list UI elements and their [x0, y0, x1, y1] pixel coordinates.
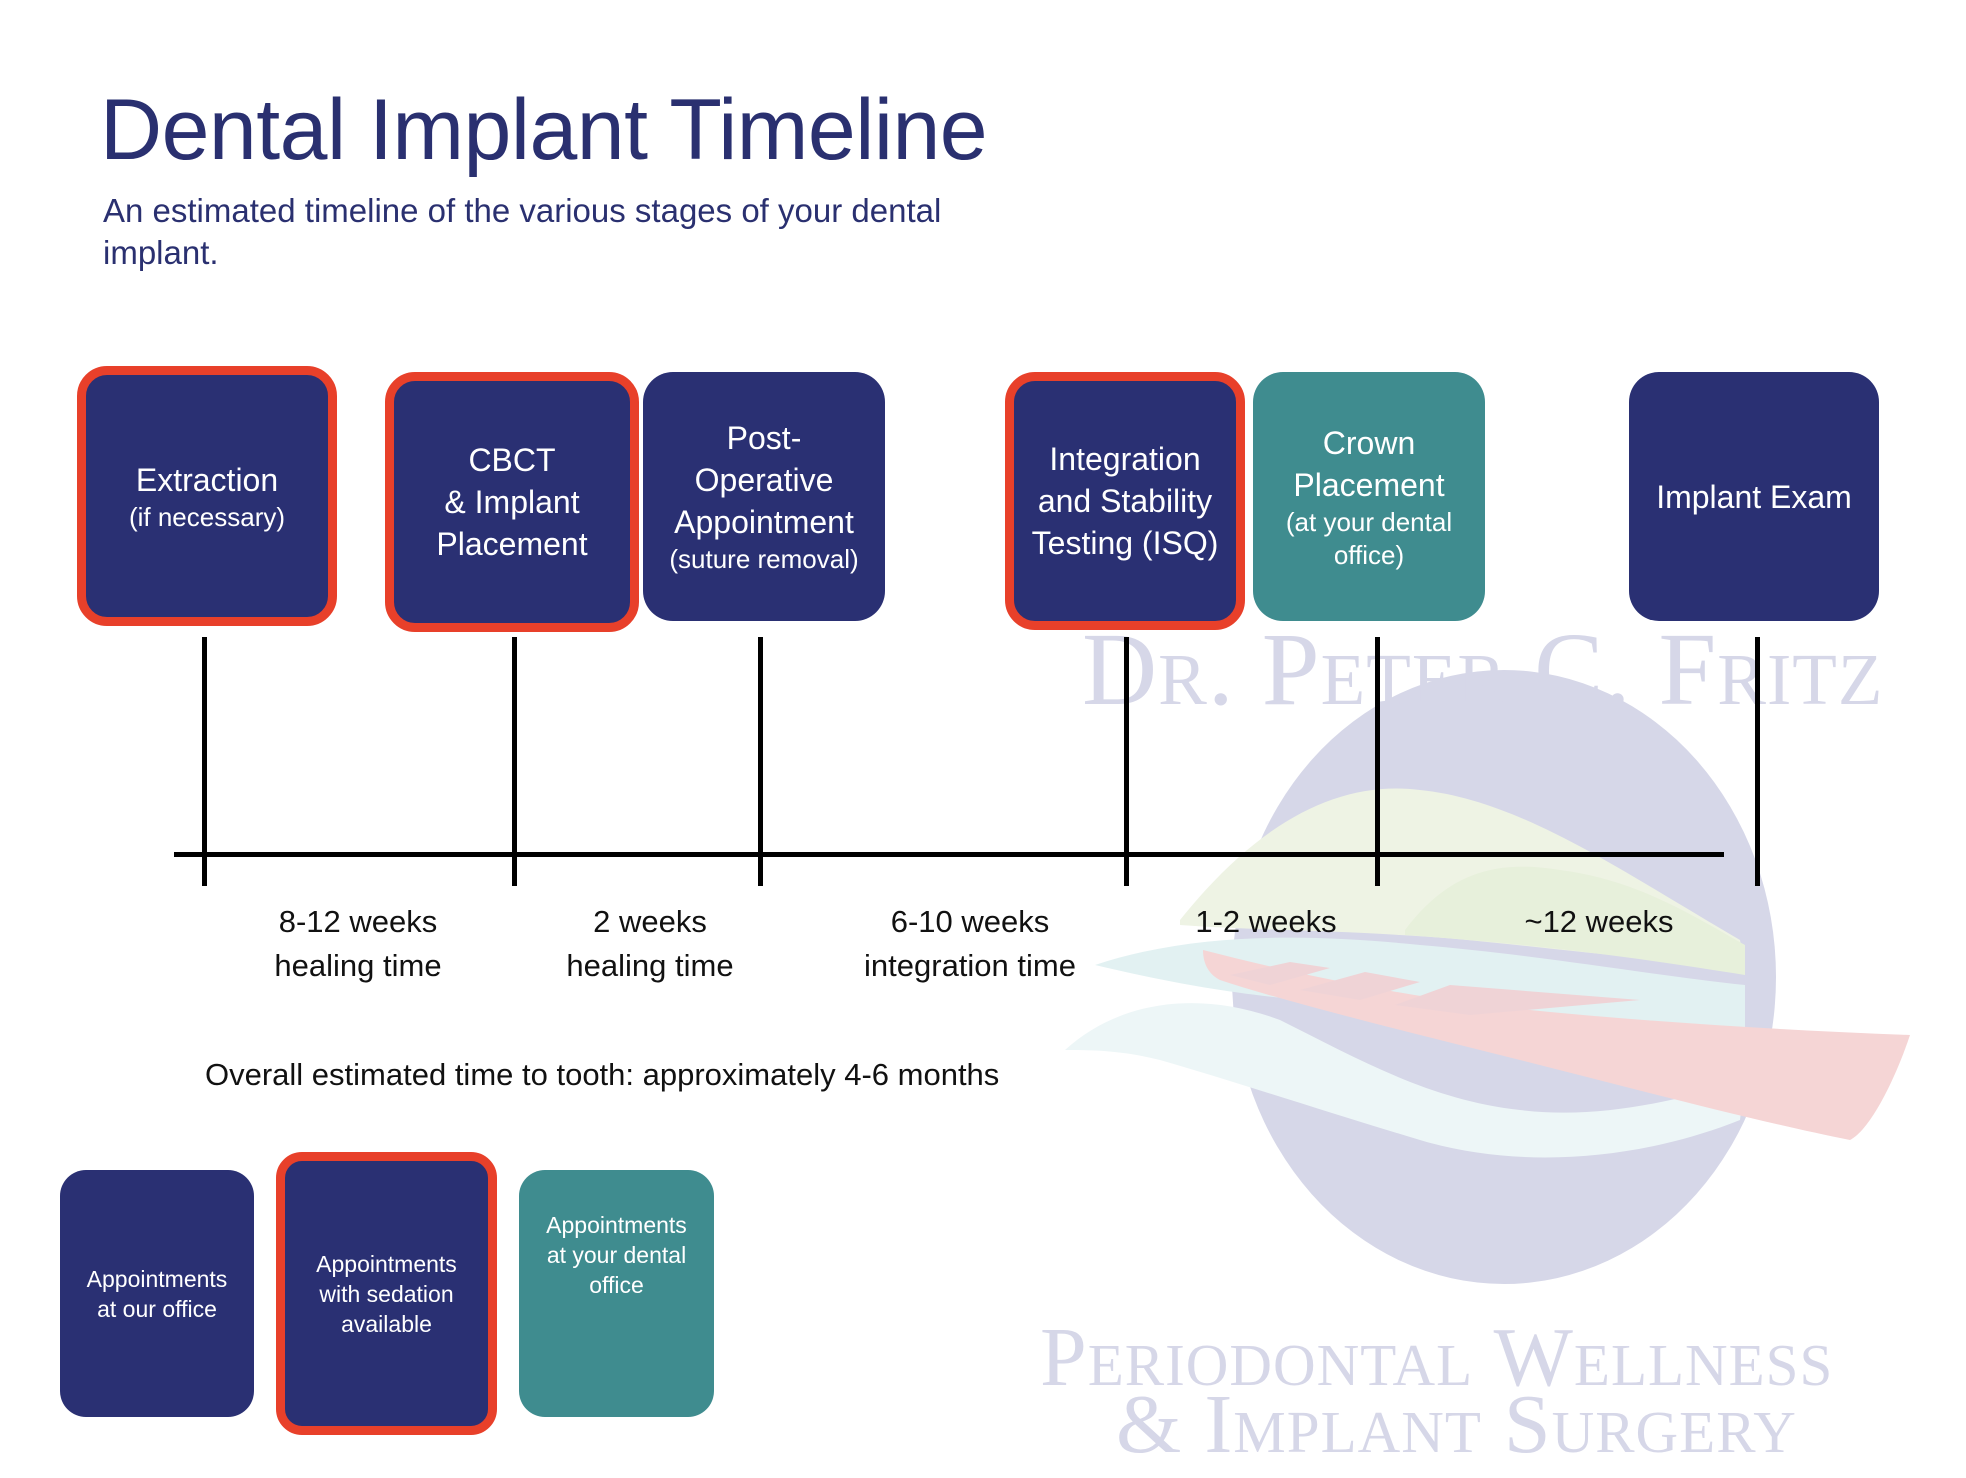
stage-title-line: Integration: [1049, 441, 1201, 477]
timeline-tick-cbct: [512, 637, 517, 886]
stage-integration-stability-testing: Integration and Stability Testing (ISQ): [1005, 372, 1245, 630]
legend-label-line: at your dental: [546, 1242, 687, 1268]
interval-duration: 8-12 weeks: [278, 904, 438, 939]
stage-title-line: Operative: [694, 462, 834, 498]
stage-implant-exam: Implant Exam: [1629, 372, 1879, 621]
interval-duration: 2 weeks: [593, 904, 707, 939]
logo-canoe-seat-2: [1300, 972, 1420, 1000]
legend-label-line: with sedation: [319, 1280, 454, 1307]
timeline-axis: [174, 852, 1724, 857]
interval-description: healing time: [566, 948, 734, 983]
legend-label-line: office: [589, 1272, 644, 1298]
stage-title-line: Post-: [726, 420, 802, 456]
interval-duration: 1-2 weeks: [1195, 904, 1337, 939]
logo-wave-2: [1065, 1003, 1745, 1158]
interval-label: 2 weeks healing time: [566, 900, 733, 988]
page-subtitle: An estimated timeline of the various sta…: [103, 192, 942, 271]
interval-duration: 6-10 weeks: [890, 904, 1050, 939]
legend-your-dental-office: Appointments at your dental office: [519, 1170, 714, 1417]
stage-note: (if necessary): [128, 501, 286, 532]
legend-label-line: at our office: [97, 1295, 217, 1322]
timeline-tick-integration: [1124, 637, 1129, 886]
stage-title-line: and Stability: [1037, 483, 1213, 519]
interval-label: 6-10 weeks integration time: [864, 900, 1076, 988]
stage-title: Extraction: [135, 461, 279, 498]
stage-note-line: (at your dental: [1285, 506, 1453, 537]
overall-estimate: Overall estimated time to tooth: approxi…: [205, 1057, 1000, 1092]
legend-sedation-available: Appointments with sedation available: [276, 1152, 497, 1435]
stage-note: (suture removal): [669, 544, 859, 574]
stage-title-line: Placement: [1293, 466, 1445, 503]
watermark-doctor-name: Dr. Peter C. Fritz: [1082, 612, 1884, 727]
interval-label: 1-2 weeks: [1195, 900, 1336, 944]
stage-title-line: Placement: [436, 526, 588, 562]
stage-title: Implant Exam: [1656, 478, 1852, 515]
interval-label: ~12 weeks: [1524, 900, 1673, 944]
interval-description: healing time: [274, 948, 442, 983]
stage-extraction: Extraction (if necessary): [77, 366, 337, 626]
legend-label-line: available: [341, 1310, 432, 1337]
legend-label-line: Appointments: [546, 1212, 687, 1238]
logo-hill-2: [1405, 866, 1745, 975]
interval-description: integration time: [864, 948, 1076, 983]
page-title: Dental Implant Timeline: [100, 82, 988, 178]
watermark-practice-name-line2: & Implant Surgery: [1116, 1378, 1797, 1471]
legend-label-line: Appointments: [316, 1250, 457, 1277]
watermark-practice-name-line1: Periodontal Wellness: [1040, 1311, 1834, 1404]
interval-label: 8-12 weeks healing time: [274, 900, 441, 988]
stage-note-line: office): [1333, 539, 1405, 570]
timeline-tick-crown: [1375, 637, 1380, 886]
timeline-tick-exam: [1755, 637, 1760, 886]
stage-crown-placement: Crown Placement (at your dental office): [1253, 372, 1485, 621]
stage-title-line: Crown: [1322, 424, 1416, 461]
timeline-tick-extraction: [202, 637, 207, 886]
stage-title-line: CBCT: [468, 442, 556, 478]
stage-title-line: & Implant: [444, 484, 580, 520]
stage-title-line: Appointment: [674, 504, 854, 540]
stage-title-line: Testing (ISQ): [1031, 525, 1219, 561]
logo-canoe-seat-1: [1230, 962, 1330, 985]
logo-canoe: [1203, 950, 1910, 1140]
timeline-tick-postop: [758, 637, 763, 886]
stage-cbct-implant-placement: CBCT & Implant Placement: [385, 372, 639, 632]
logo-canoe-seat-3: [1395, 985, 1640, 1015]
interval-duration: ~12 weeks: [1524, 904, 1674, 939]
stage-post-operative-appointment: Post- Operative Appointment (suture remo…: [643, 372, 885, 621]
legend-label-line: Appointments: [86, 1265, 228, 1292]
legend-our-office: Appointments at our office: [60, 1170, 254, 1417]
